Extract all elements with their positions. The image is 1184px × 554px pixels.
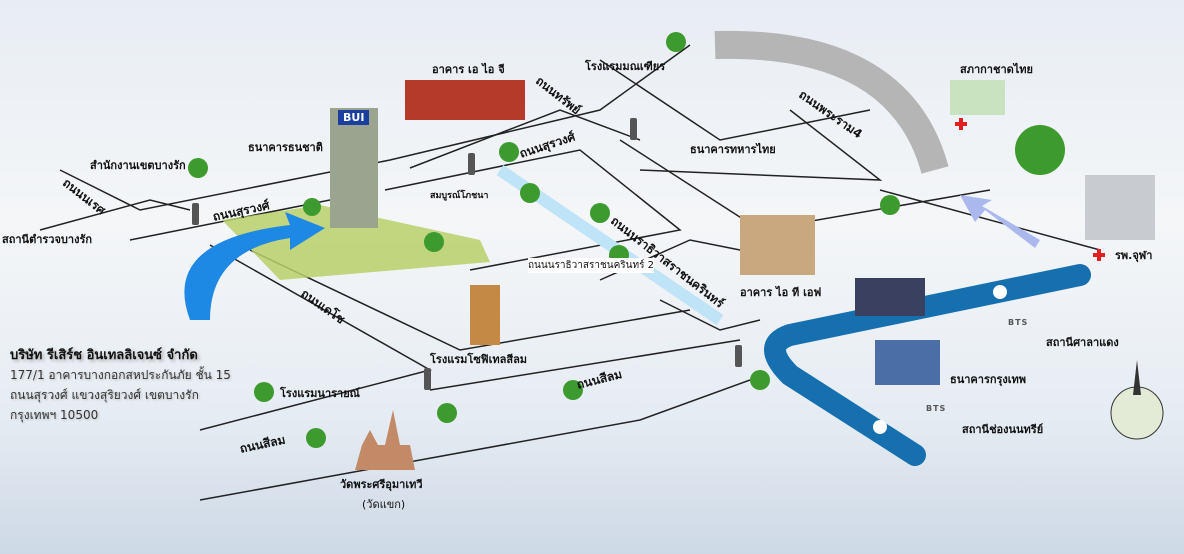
company-info: บริษัท รีเสิร์ช อินเทลลิเจนซ์ จำกัด 177/… <box>10 344 231 425</box>
place-bangkok-bank: ธนาคารกรุงเทพ <box>950 373 1027 386</box>
direction-arrow-light <box>960 195 1040 248</box>
place-narai: โรงแรมนารายณ์ <box>280 387 360 400</box>
place-aig: อาคาร เอ ไอ จี <box>432 63 505 76</box>
aig-building <box>405 80 525 120</box>
train <box>855 278 925 316</box>
sofitel-building <box>470 285 500 345</box>
road-label-narathiwat2: ถนนนราธิวาสราชนครินทร์ 2 <box>528 258 654 273</box>
place-somboon: สมบูรณ์โภชนา <box>430 191 489 201</box>
station-sala-daeng: สถานีศาลาแดง <box>1046 336 1119 349</box>
red-cross-icons <box>955 118 1105 261</box>
company-name: บริษัท รีเสิร์ช อินเทลลิเจนซ์ จำกัด <box>10 348 198 363</box>
place-bangrak-police: สถานีตำรวจบางรัก <box>2 233 93 246</box>
traffic-lights <box>192 118 742 390</box>
park-area <box>222 205 490 280</box>
company-address-line: 177/1 อาคารบางกอกสหประกันภัย ชั้น 15 <box>10 368 231 382</box>
place-tmb: ธนาคารทหารไทย <box>690 143 776 156</box>
rama4-flyover <box>714 30 949 174</box>
company-address-line: กรุงเทพฯ 10500 <box>10 408 99 422</box>
place-itf: อาคาร ไอ ที เอฟ <box>740 286 822 299</box>
chula-building <box>1085 175 1155 240</box>
direction-arrow-blue <box>184 212 325 320</box>
bts-logo-icon: BTS <box>1008 318 1029 327</box>
trees <box>188 32 1065 448</box>
red-cross-building <box>950 80 1005 115</box>
bui-building <box>330 108 378 228</box>
place-chula-hospital: รพ.จุฬา <box>1115 249 1153 262</box>
place-thanachart: ธนาคารธนชาติ <box>248 141 323 154</box>
company-address-line: ถนนสุรวงศ์ แขวงสุริยวงศ์ เขตบางรัก <box>10 388 199 402</box>
place-bangrak-district: สำนักงานเขตบางรัก <box>90 159 186 172</box>
bts-line <box>764 264 1091 466</box>
place-red-cross: สภากาชาดไทย <box>960 63 1033 76</box>
place-wat-khaek-alt: (วัดแขก) <box>362 498 406 511</box>
temple <box>355 410 415 470</box>
itf-building <box>740 215 815 275</box>
place-sofitel: โรงแรมโซฟิเทลสีลม <box>430 353 528 366</box>
station-chong-nonsi: สถานีช่องนนทรีย์ <box>962 423 1044 436</box>
place-wat-khaek: วัดพระศรีอุมาเทวี <box>340 478 423 491</box>
bts-logo-icon: BTS <box>926 404 947 413</box>
building-sign: BUI <box>338 110 370 125</box>
place-montien: โรงแรมมณเฑียร <box>585 60 666 73</box>
compass-icon <box>1110 360 1164 440</box>
bangkok-bank-building <box>875 340 940 385</box>
